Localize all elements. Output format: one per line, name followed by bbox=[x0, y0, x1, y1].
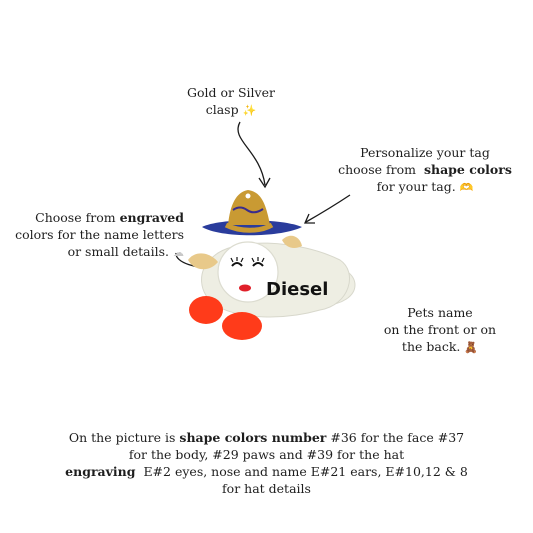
shape-arrow bbox=[305, 194, 351, 223]
shape-note-line2: choose from shape colors bbox=[330, 161, 520, 178]
clasp-arrow bbox=[237, 121, 266, 186]
shape-note-prefix: choose from bbox=[338, 162, 416, 177]
shape-note-suffix: for your tag. bbox=[376, 179, 456, 194]
engraved-note-prefix: Choose from bbox=[35, 210, 116, 225]
clasp-note-line1: Gold or Silver bbox=[187, 85, 275, 100]
clasp-arrowhead bbox=[258, 177, 271, 189]
pet-name-engraving: Diesel bbox=[266, 279, 329, 300]
pets-note-line1: Pets name bbox=[407, 305, 473, 320]
hat-stripe bbox=[232, 206, 264, 214]
eye-right bbox=[252, 262, 264, 267]
pets-note-line3: the back. 🧸 bbox=[370, 338, 510, 356]
hat-band bbox=[224, 222, 274, 233]
paw-right bbox=[222, 312, 262, 340]
color-details-description: On the picture is shape colors number #3… bbox=[40, 429, 493, 497]
engraved-note-bold: engraved bbox=[119, 210, 184, 225]
sparkles-icon: ✨ bbox=[242, 104, 257, 117]
clasp-label: clasp bbox=[205, 102, 239, 117]
clasp-hole bbox=[245, 193, 251, 199]
bottom-line1-bold: shape colors number bbox=[179, 430, 327, 445]
bottom-line1-suffix: #36 for the face #37 bbox=[330, 430, 465, 445]
cloud-icon: ☁ bbox=[173, 246, 184, 259]
heart-hands-icon: 🫶 bbox=[459, 181, 474, 194]
tag-face bbox=[217, 241, 279, 303]
pet-tag-illustration bbox=[188, 190, 356, 340]
shape-note-bold: shape colors bbox=[423, 162, 512, 177]
bottom-line3: engraving E#2 eyes, nose and name E#21 e… bbox=[40, 463, 493, 480]
pets-name-note: Pets name on the front or on the back. 🧸 bbox=[370, 304, 510, 356]
bottom-line1-prefix: On the picture is bbox=[68, 430, 176, 445]
engraved-note: Choose from engraved colors for the name… bbox=[14, 209, 184, 261]
bottom-line3-suffix: E#2 eyes, nose and name E#21 ears, E#10,… bbox=[143, 464, 468, 479]
shape-note-line1: Personalize your tag bbox=[360, 145, 490, 160]
teddy-bear-icon: 🧸 bbox=[464, 341, 479, 354]
pets-note-line2: on the front or on bbox=[383, 322, 497, 337]
mouth bbox=[239, 284, 251, 292]
paw-left bbox=[189, 296, 223, 324]
shape-note-line3: for your tag. 🫶 bbox=[330, 178, 520, 196]
bottom-line4: for hat details bbox=[222, 481, 311, 496]
pets-note-suffix: the back. bbox=[401, 339, 461, 354]
engraved-note-line3: or small details. ☁ bbox=[14, 243, 184, 261]
eye-left bbox=[231, 262, 243, 267]
engraved-note-line1: Choose from engraved bbox=[14, 209, 184, 226]
engraved-note-suffix: or small details. bbox=[67, 244, 170, 259]
shape-colors-note: Personalize your tag choose from shape c… bbox=[330, 144, 520, 196]
ear-left bbox=[188, 253, 218, 270]
clasp-note: Gold or Silver clasp ✨ bbox=[176, 84, 286, 119]
clasp-note-line2: clasp ✨ bbox=[176, 101, 286, 119]
shape-arrowhead bbox=[303, 213, 315, 224]
ear-right bbox=[282, 235, 302, 248]
engraved-note-line2: colors for the name letters bbox=[15, 227, 184, 242]
bottom-line2: for the body, #29 paws and #39 for the h… bbox=[128, 447, 405, 462]
bottom-line3-bold: engraving bbox=[65, 464, 136, 479]
hat-crown bbox=[228, 190, 270, 225]
bottom-line1: On the picture is shape colors number #3… bbox=[40, 429, 493, 446]
